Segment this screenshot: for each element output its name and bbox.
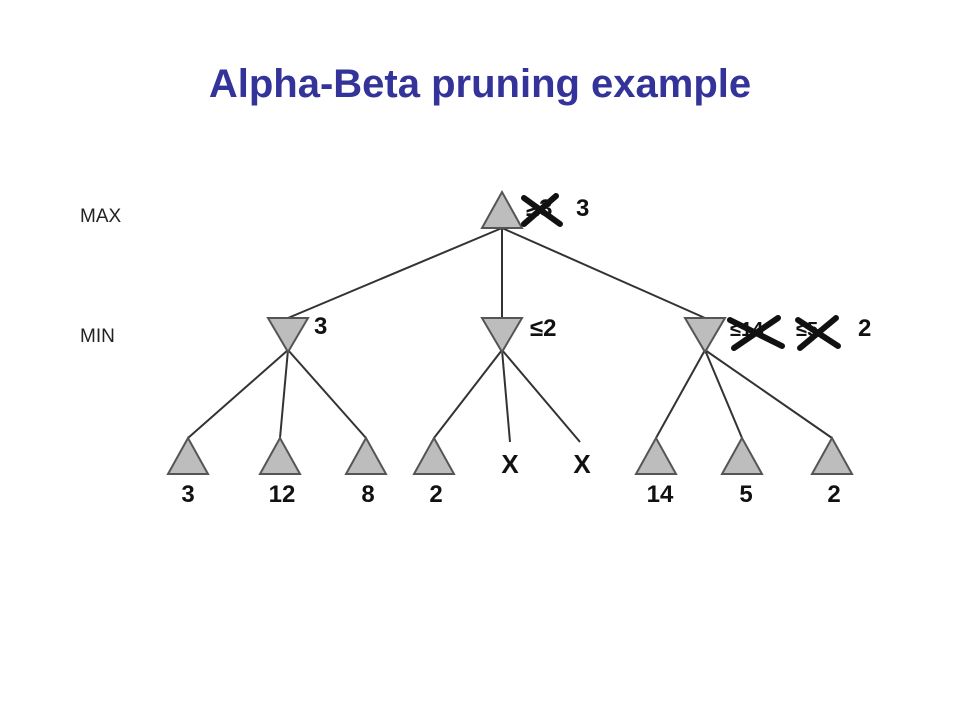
pruned-marker-2: X bbox=[573, 449, 591, 479]
root-strike-line-2 bbox=[521, 193, 559, 227]
root-value: 3 bbox=[576, 195, 589, 222]
edge-root-min1 bbox=[287, 227, 503, 319]
leaf-node-3 bbox=[344, 435, 388, 475]
min3-strike-2b bbox=[797, 315, 839, 351]
min-node-3-label: 2 bbox=[858, 315, 871, 342]
min-node-2-label: ≤2 bbox=[530, 315, 557, 342]
leaf-value-1: 3 bbox=[181, 481, 194, 508]
edge-min3-leaf7 bbox=[655, 349, 706, 439]
edge-min1-leaf2 bbox=[279, 349, 289, 439]
leaf-value-7: 14 bbox=[647, 481, 674, 508]
leaf-value-3: 8 bbox=[361, 481, 374, 508]
leaf-node-8 bbox=[720, 435, 764, 475]
min3-strike-1b bbox=[731, 315, 781, 351]
edge-min1-leaf3 bbox=[287, 349, 367, 439]
max-node-root bbox=[480, 189, 524, 229]
leaf-node-2 bbox=[258, 435, 302, 475]
edge-min1-leaf1 bbox=[187, 349, 289, 439]
pruned-marker-1: X bbox=[501, 449, 519, 479]
edge-min2-leaf6 bbox=[501, 349, 581, 443]
edge-min2-leaf4 bbox=[433, 349, 503, 439]
leaf-node-1 bbox=[166, 435, 210, 475]
leaf-value-9: 2 bbox=[827, 481, 840, 508]
min-node-2 bbox=[480, 317, 524, 354]
min-node-1 bbox=[266, 317, 310, 354]
leaf-value-8: 5 bbox=[739, 481, 752, 508]
min-node-1-label: 3 bbox=[314, 313, 327, 340]
edge-root-min3 bbox=[501, 227, 706, 319]
leaf-node-4 bbox=[412, 435, 456, 475]
leaf-value-2: 12 bbox=[269, 481, 296, 508]
edge-min3-leaf9 bbox=[704, 349, 833, 439]
edge-min2-leaf5 bbox=[501, 349, 511, 443]
min-node-3 bbox=[683, 317, 727, 354]
leaf-value-4: 2 bbox=[429, 481, 442, 508]
min-level-label: MIN bbox=[80, 326, 115, 347]
max-level-label: MAX bbox=[80, 206, 122, 227]
slide-title: Alpha-Beta pruning example bbox=[208, 62, 752, 106]
leaf-node-7 bbox=[634, 435, 678, 475]
edge-min3-leaf8 bbox=[704, 349, 743, 439]
leaf-node-9 bbox=[810, 435, 854, 475]
